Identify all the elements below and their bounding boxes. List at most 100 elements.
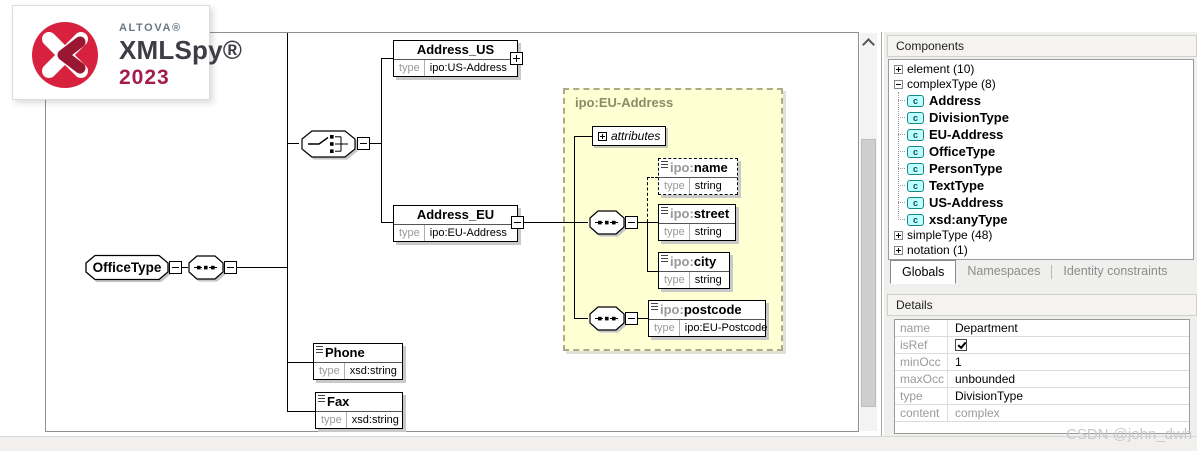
status-strip bbox=[0, 436, 1197, 451]
sequence-compositor-postcode[interactable] bbox=[588, 305, 626, 332]
collapse-box-officetype[interactable] bbox=[169, 261, 182, 274]
details-label: minOcc bbox=[895, 354, 948, 370]
logo-product-text: XMLSpy® bbox=[119, 35, 243, 65]
connector-trunk bbox=[287, 33, 288, 411]
expand-icon[interactable] bbox=[894, 246, 903, 255]
element-ipo-postcode[interactable]: ipo:postcode type ipo:EU-Postcode bbox=[648, 300, 767, 337]
tree-node[interactable]: notation (1) bbox=[889, 243, 1193, 258]
root-element-officetype[interactable]: OfficeType bbox=[84, 254, 171, 281]
details-value[interactable]: unbounded bbox=[955, 372, 1016, 386]
tree-item-label: Address bbox=[929, 93, 982, 108]
choice-compositor[interactable] bbox=[299, 129, 358, 159]
expand-box-address-us[interactable] bbox=[510, 52, 523, 65]
collapse-box-choice[interactable] bbox=[357, 137, 370, 150]
tree-guide-stub bbox=[898, 151, 905, 152]
element-ipo-street[interactable]: ipo:street type string bbox=[658, 204, 736, 241]
collapse-box-sequence-inner[interactable] bbox=[625, 216, 638, 229]
scroll-up-icon[interactable] bbox=[860, 35, 877, 50]
connector-line bbox=[574, 318, 588, 319]
scrollbar-thumb[interactable] bbox=[861, 139, 876, 407]
collapse-icon[interactable] bbox=[894, 80, 903, 89]
expand-attributes-icon[interactable] bbox=[598, 131, 607, 141]
details-row-isRef: isRef bbox=[895, 337, 1189, 354]
element-ipo-city[interactable]: ipo:city type string bbox=[658, 252, 730, 289]
tree-node[interactable]: simpleType (48) bbox=[889, 228, 1193, 243]
details-row-content: content complex bbox=[895, 405, 1189, 422]
type-label: type bbox=[314, 363, 345, 379]
annotation-icon bbox=[661, 207, 668, 215]
complextype-icon: c bbox=[907, 179, 924, 192]
tree-node-label: complexType (8) bbox=[907, 77, 996, 91]
element-name: Phone bbox=[325, 345, 365, 360]
annotation-icon bbox=[316, 346, 323, 354]
details-value[interactable]: Department bbox=[955, 321, 1018, 335]
element-ipo-name[interactable]: ipo:name type string bbox=[658, 158, 738, 195]
tree-item-label: US-Address bbox=[929, 195, 1004, 210]
collapse-box-sequence-postcode[interactable] bbox=[625, 312, 638, 325]
type-value: xsd:string bbox=[349, 365, 397, 377]
element-phone[interactable]: Phone type xsd:string bbox=[313, 343, 403, 380]
element-name: Fax bbox=[327, 394, 350, 409]
expand-icon[interactable] bbox=[894, 231, 903, 240]
details-row-minOcc: minOcc 1 bbox=[895, 354, 1189, 371]
sequence-compositor-inner[interactable] bbox=[588, 209, 626, 236]
connector-line bbox=[182, 267, 188, 268]
expand-icon[interactable] bbox=[894, 65, 903, 74]
connector-line bbox=[287, 143, 299, 144]
element-address-us[interactable]: Address_US type ipo:US-Address bbox=[393, 40, 518, 77]
tree-node[interactable]: element (10) bbox=[889, 62, 1193, 77]
details-value[interactable]: DivisionType bbox=[955, 389, 1024, 403]
details-label: content bbox=[895, 405, 948, 421]
isref-checkbox[interactable] bbox=[955, 339, 967, 351]
tree-item-label: TextType bbox=[929, 178, 985, 193]
panel-splitter[interactable] bbox=[881, 32, 882, 437]
tree-guide-stub bbox=[898, 134, 905, 135]
details-value[interactable] bbox=[948, 337, 967, 353]
vertical-scrollbar[interactable] bbox=[860, 33, 877, 431]
connector-line bbox=[381, 58, 393, 59]
tab-namespaces[interactable]: Namespaces bbox=[967, 264, 1041, 278]
complextype-icon: c bbox=[907, 145, 924, 158]
connector-line bbox=[647, 271, 658, 272]
type-label: type bbox=[394, 60, 425, 76]
tree-item-label: xsd:anyType bbox=[929, 212, 1008, 227]
tab-identity-constraints[interactable]: Identity constraints bbox=[1063, 264, 1168, 278]
connector-branch bbox=[381, 58, 382, 223]
annotation-icon bbox=[318, 395, 325, 403]
type-label: type bbox=[649, 320, 680, 336]
tree-item-texttype[interactable]: c TextType bbox=[889, 177, 1193, 194]
collapse-box-sequence[interactable] bbox=[224, 261, 237, 274]
collapse-box-address-eu[interactable] bbox=[511, 216, 524, 229]
tree-guide-stub bbox=[898, 117, 905, 118]
components-tabs: Globals Namespaces Identity constraints bbox=[888, 260, 1197, 286]
attributes-box[interactable]: attributes bbox=[592, 126, 666, 146]
tab-separator bbox=[1051, 265, 1053, 279]
watermark-text: CSDN @john_dwh bbox=[1066, 426, 1193, 443]
connector-line bbox=[647, 222, 648, 271]
tree-node-label: simpleType (48) bbox=[907, 228, 993, 242]
element-address-eu[interactable]: Address_EU type ipo:EU-Address bbox=[393, 205, 518, 242]
tree-node[interactable]: complexType (8) bbox=[889, 77, 1193, 92]
tree-guide-stub bbox=[898, 202, 905, 203]
complextype-icon: c bbox=[907, 111, 924, 124]
element-name: Address_US bbox=[416, 42, 495, 57]
element-fax[interactable]: Fax type xsd:string bbox=[315, 392, 403, 429]
tree-item-label: PersonType bbox=[929, 161, 1003, 176]
details-value[interactable]: complex bbox=[955, 406, 1000, 420]
type-value: ipo:EU-Address bbox=[429, 227, 507, 239]
tab-globals[interactable]: Globals bbox=[890, 260, 957, 284]
sequence-compositor[interactable] bbox=[187, 254, 225, 281]
details-value[interactable]: 1 bbox=[955, 355, 962, 369]
